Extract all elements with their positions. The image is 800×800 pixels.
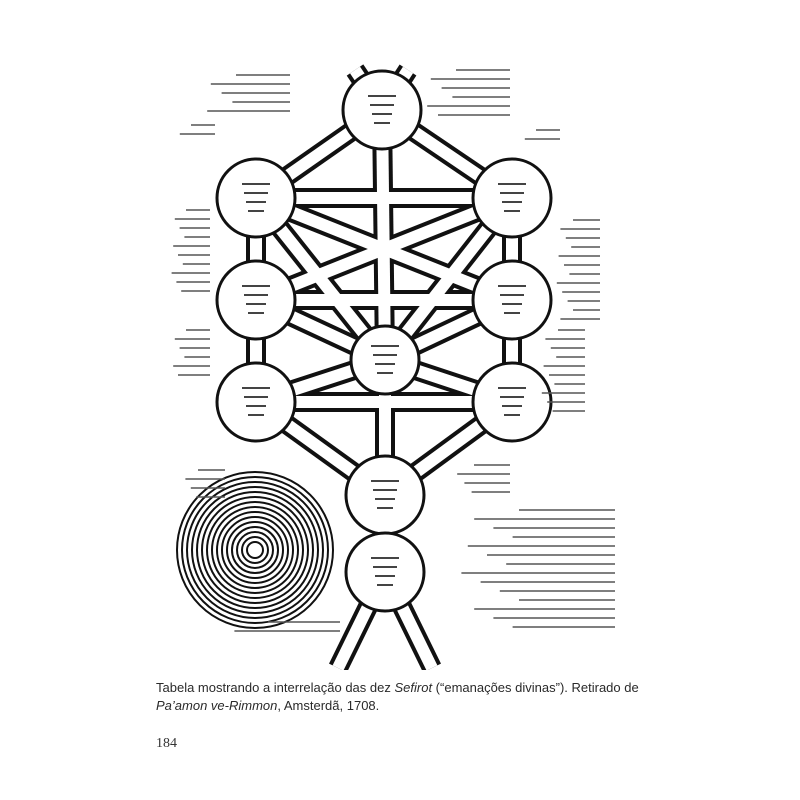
spiral-ring: [211, 506, 299, 594]
spiral-ring: [176, 471, 334, 629]
spiral-ring: [196, 491, 314, 609]
spiral-ring: [191, 486, 319, 614]
caption-italic-sefirot: Sefirot: [394, 680, 433, 695]
spiral-ring: [231, 526, 279, 574]
spiral-ring: [221, 516, 289, 584]
sefira-node: [471, 259, 553, 341]
channel-line: [253, 192, 515, 306]
spiral-ring: [201, 496, 309, 604]
tree-of-life-diagram: [171, 64, 615, 670]
sefira-node: [215, 361, 297, 443]
sefira-node: [349, 324, 421, 396]
page-number: 184: [156, 736, 177, 751]
channel-line: [376, 109, 391, 361]
caption-italic-title: Pa’amon ve-Rimmon: [156, 698, 278, 713]
spiral-ring: [206, 501, 304, 599]
caption-text: (“emanações divinas”). Retirado de: [432, 680, 639, 695]
sefira-node: [215, 157, 297, 239]
spiral-ring: [226, 521, 284, 579]
sefira-node: [215, 259, 297, 341]
sefira-node: [344, 531, 426, 613]
spiral-ring: [186, 481, 324, 619]
spiral-ring: [241, 536, 269, 564]
sefira-node: [341, 69, 423, 151]
spiral-ring: [181, 476, 329, 624]
caption-text: , Amsterdã, 1708.: [277, 698, 380, 713]
spiral-ring: [216, 511, 294, 589]
spiral-ring: [236, 531, 274, 569]
caption-text: Tabela mostrando a interrelação das dez: [156, 680, 395, 695]
figure-caption: Tabela mostrando a interrelação das dez …: [156, 679, 656, 715]
spiral-ring: [246, 541, 264, 559]
sefira-node: [471, 361, 553, 443]
sefira-node: [471, 157, 553, 239]
spiral-diagram: [176, 471, 334, 629]
sefira-node: [344, 454, 426, 536]
